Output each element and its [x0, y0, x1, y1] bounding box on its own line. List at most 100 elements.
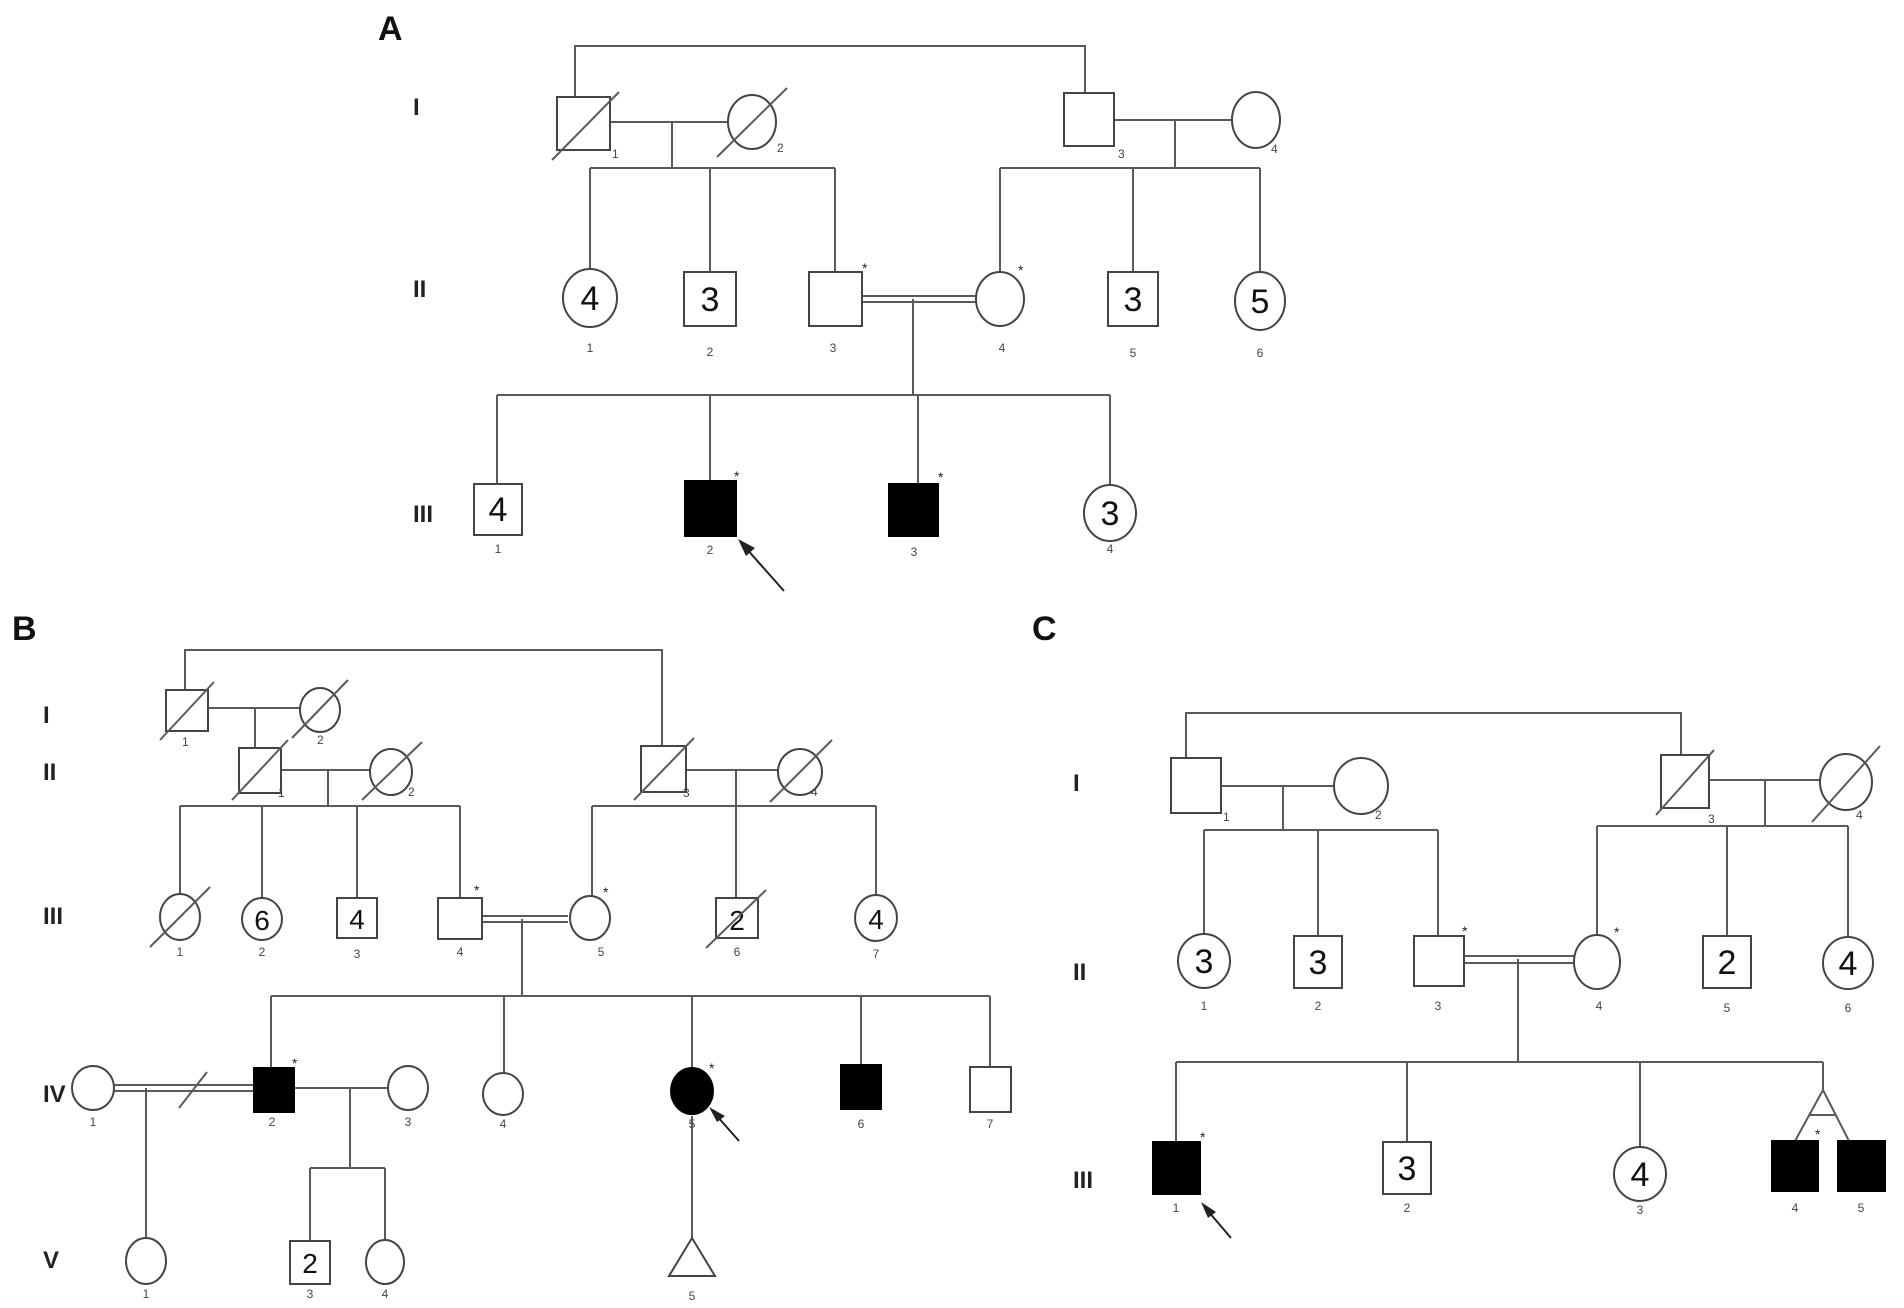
individual-number: 5 — [1724, 1001, 1731, 1015]
female-b-v-4 — [365, 1239, 405, 1285]
deceased-slash — [149, 886, 211, 948]
gen-label-a-1: I — [413, 94, 420, 121]
tested-marker: * — [862, 260, 868, 276]
sibship-count: 2 — [1718, 944, 1737, 982]
sibship-c-i12 — [1203, 786, 1439, 936]
individual-number: 3 — [405, 1115, 412, 1129]
panel-b: B I II III IV V 1 2 1 2 — [12, 610, 1012, 1303]
female-b-v-1 — [125, 1237, 167, 1285]
individual-number: 2 — [1404, 1201, 1411, 1215]
individual-number: 3 — [1637, 1203, 1644, 1217]
sibship-count: 2 — [302, 1248, 318, 1279]
sibship-count: 4 — [581, 280, 600, 318]
deceased-slash — [551, 91, 620, 161]
deceased-slash — [1811, 745, 1881, 823]
female-b-iv-4 — [482, 1072, 524, 1116]
deceased-slash — [716, 87, 788, 158]
individual-number: 1 — [90, 1115, 97, 1129]
male-b-v-3 — [289, 1240, 331, 1285]
sibship-count: 4 — [1631, 1156, 1650, 1194]
female-c-ii-1 — [1177, 933, 1231, 989]
gen-label-b-1: I — [43, 702, 50, 729]
sibship-count: 3 — [701, 281, 720, 319]
sibship-a-i34 — [999, 120, 1261, 272]
consanguinity-link-b — [184, 649, 663, 746]
proband-arrow — [1207, 1210, 1232, 1239]
sibship-count: 6 — [254, 905, 270, 936]
female-b-iv-3 — [387, 1065, 429, 1111]
panel-b-label: B — [12, 610, 37, 648]
individual-number: 4 — [500, 1117, 507, 1131]
individual-number: 1 — [1223, 810, 1230, 824]
individual-number: 1 — [278, 786, 285, 800]
panel-c: C I II III 1 2 3 4 3 1 3 2 * 3 * — [1032, 610, 1886, 1239]
panel-a-label: A — [378, 10, 403, 48]
consanguinity-link-a — [574, 45, 1086, 97]
individual-number: 2 — [259, 945, 266, 959]
male-b-iii-4 — [437, 897, 483, 940]
gen-label-b-3: III — [43, 903, 63, 930]
individual-number: 1 — [177, 945, 184, 959]
individual-number: 4 — [1107, 542, 1114, 556]
deceased-slash — [633, 737, 695, 801]
individual-number: 2 — [1375, 808, 1382, 822]
female-c-i-2 — [1333, 757, 1389, 815]
individual-number: 3 — [830, 341, 837, 355]
individual-number: 2 — [1315, 999, 1322, 1013]
affected-male-b-iv-6 — [840, 1064, 882, 1110]
female-c-ii-4 — [1573, 934, 1621, 990]
proband-arrow-head — [1201, 1202, 1216, 1218]
individual-number: 4 — [1792, 1201, 1799, 1215]
female-c-ii-6 — [1822, 936, 1874, 990]
sibship-count: 3 — [1195, 943, 1214, 981]
tested-marker: * — [1815, 1126, 1821, 1142]
pregnancy-b-v-5 — [667, 1236, 717, 1277]
individual-number: 5 — [598, 945, 605, 959]
tested-marker: * — [938, 469, 944, 485]
individual-number: 5 — [1130, 346, 1137, 360]
sibship-a-ii34 — [496, 299, 1111, 487]
consanguineous-marriage-b — [482, 915, 568, 923]
divorce-slash — [178, 1071, 208, 1109]
female-b-iv-1 — [71, 1065, 115, 1111]
affected-male-a-iii-3 — [888, 483, 939, 537]
individual-number: 6 — [734, 945, 741, 959]
individual-number: 3 — [1435, 999, 1442, 1013]
male-a-ii-3 — [808, 271, 863, 327]
female-a-iii-4 — [1083, 484, 1137, 542]
individual-number: 5 — [1858, 1201, 1865, 1215]
individual-number: 3 — [307, 1287, 314, 1301]
individual-number: 7 — [873, 947, 880, 961]
male-c-ii-5 — [1702, 935, 1752, 989]
sibship-count: 3 — [1309, 944, 1328, 982]
male-c-i-1 — [1170, 757, 1222, 814]
female-a-ii-4 — [975, 271, 1025, 327]
sibship-count: 3 — [1398, 1150, 1417, 1188]
individual-number: 1 — [143, 1287, 150, 1301]
sibship-count: 5 — [1251, 283, 1270, 321]
affected-male-b-iv-2 — [253, 1067, 295, 1113]
panel-c-label: C — [1032, 610, 1057, 648]
individual-number: 2 — [777, 141, 784, 155]
deceased-slash — [361, 741, 423, 801]
individual-number: 1 — [587, 341, 594, 355]
sibship-c-ii34 — [1175, 959, 1824, 1147]
male-b-iv-7 — [969, 1066, 1012, 1113]
sibship-count: 4 — [349, 904, 365, 935]
gen-label-b-4: IV — [43, 1081, 66, 1108]
individual-number: 1 — [1201, 999, 1208, 1013]
individual-number: 3 — [911, 545, 918, 559]
male-a-ii-5 — [1107, 271, 1159, 327]
affected-male-c-iii-4 — [1771, 1140, 1819, 1192]
tested-marker: * — [1614, 924, 1620, 940]
affected-male-c-iii-5 — [1837, 1140, 1886, 1192]
deceased-slash — [291, 679, 349, 739]
deceased-slash — [705, 889, 767, 949]
deceased-slash — [769, 739, 833, 803]
individual-number: 2 — [408, 785, 415, 799]
gen-label-a-3: III — [413, 501, 433, 528]
deceased-slash — [1655, 749, 1715, 816]
individual-number: 4 — [457, 945, 464, 959]
individual-number: 4 — [382, 1287, 389, 1301]
